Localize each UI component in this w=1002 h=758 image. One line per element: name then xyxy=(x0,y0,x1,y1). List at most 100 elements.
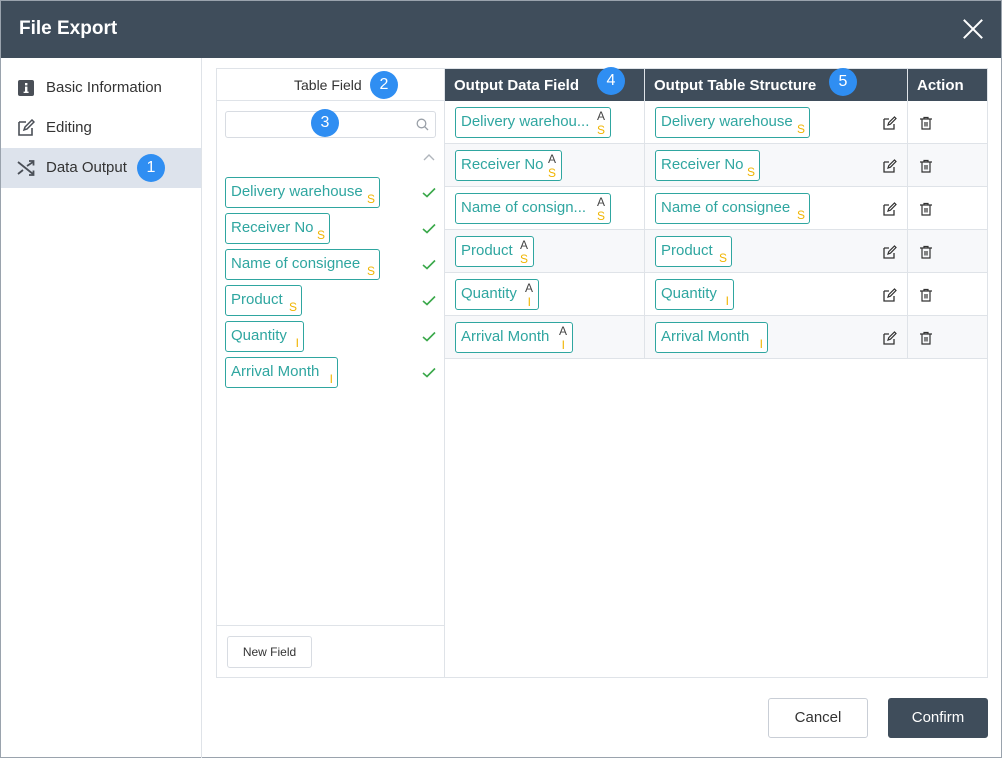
table-field-tag[interactable]: Receiver No S xyxy=(225,213,330,244)
check-icon xyxy=(422,223,436,234)
search-icon xyxy=(416,118,429,131)
table-field-footer: New Field xyxy=(217,625,444,677)
aggregate-badge: A xyxy=(596,109,605,123)
output-table-header: Output Data Field 4 Output Table Structu… xyxy=(445,67,987,101)
field-type-badge: S xyxy=(316,228,325,242)
output-data-field-tag[interactable]: Name of consign... A S xyxy=(455,193,611,224)
edit-icon[interactable] xyxy=(883,245,897,259)
field-type-badge: S xyxy=(746,165,755,179)
field-type-badge: I xyxy=(759,337,763,351)
table-field-tag[interactable]: Quantity I xyxy=(225,321,304,352)
field-type-badge: S xyxy=(718,251,727,265)
trash-icon[interactable] xyxy=(919,202,933,216)
output-structure-tag[interactable]: Quantity I xyxy=(655,279,734,310)
field-label: Name of consign... xyxy=(461,199,587,216)
field-label: Arrival Month xyxy=(461,328,550,345)
edit-icon[interactable] xyxy=(883,331,897,345)
field-type-badge: I xyxy=(329,372,333,386)
new-field-button[interactable]: New Field xyxy=(227,636,312,668)
sidebar-item-editing[interactable]: Editing xyxy=(1,108,201,148)
table-row: Product A S Product S xyxy=(445,230,987,273)
field-label: Delivery warehouse xyxy=(231,183,363,200)
check-icon xyxy=(422,187,436,198)
output-data-field-tag[interactable]: Quantity A I xyxy=(455,279,539,310)
step-badge: 5 xyxy=(829,68,857,96)
edit-icon[interactable] xyxy=(883,202,897,216)
output-data-field-tag[interactable]: Receiver No A S xyxy=(455,150,562,181)
table-field-tag[interactable]: Arrival Month I xyxy=(225,357,338,388)
output-data-field-tag[interactable]: Arrival Month A I xyxy=(455,322,573,353)
field-label: Receiver No xyxy=(461,156,544,173)
sidebar-item-label: Basic Information xyxy=(46,79,162,96)
close-icon[interactable] xyxy=(961,17,985,41)
edit-icon xyxy=(18,119,35,136)
chevron-up-icon[interactable] xyxy=(422,152,436,162)
table-field-header: Table Field 2 xyxy=(217,69,444,101)
trash-icon[interactable] xyxy=(919,245,933,259)
field-type-badge: S xyxy=(366,192,375,206)
field-type-badge: S xyxy=(596,209,605,223)
output-structure-tag[interactable]: Name of consignee S xyxy=(655,193,810,224)
aggregate-badge: A xyxy=(547,152,556,166)
edit-icon[interactable] xyxy=(883,116,897,130)
output-structure-tag[interactable]: Receiver No S xyxy=(655,150,760,181)
column-divider xyxy=(907,69,908,359)
output-data-field-tag[interactable]: Product A S xyxy=(455,236,534,267)
output-structure-tag[interactable]: Delivery warehouse S xyxy=(655,107,810,138)
mapping-panel: Table Field 2 3 Delivery warehouse S Re xyxy=(216,67,988,678)
field-label: Product xyxy=(461,242,513,259)
column-header-output-table-structure: Output Table Structure xyxy=(654,77,817,94)
trash-icon[interactable] xyxy=(919,331,933,345)
sidebar-item-label: Data Output xyxy=(46,159,127,176)
table-field-tag[interactable]: Product S xyxy=(225,285,302,316)
sidebar-item-basic-information[interactable]: Basic Information xyxy=(1,68,201,108)
check-icon xyxy=(422,331,436,342)
check-icon xyxy=(422,295,436,306)
sidebar: Basic Information Editing Data Output 1 xyxy=(1,58,202,758)
field-label: Arrival Month xyxy=(661,328,750,345)
edit-icon[interactable] xyxy=(883,288,897,302)
table-field-tag[interactable]: Delivery warehouse S xyxy=(225,177,380,208)
field-label: Receiver No xyxy=(231,219,314,236)
field-label: Name of consignee xyxy=(661,199,791,216)
check-icon xyxy=(422,259,436,270)
aggregate-badge: A xyxy=(524,281,533,295)
field-label: Arrival Month xyxy=(231,363,320,380)
output-mapping-table: Output Data Field 4 Output Table Structu… xyxy=(445,67,987,677)
field-label: Quantity xyxy=(231,327,287,344)
column-divider xyxy=(644,69,645,359)
table-row: Name of consign... A S Name of consignee… xyxy=(445,187,987,230)
output-structure-tag[interactable]: Arrival Month I xyxy=(655,322,768,353)
field-type-badge: I xyxy=(561,338,565,352)
field-label: Quantity xyxy=(461,285,517,302)
dialog-titlebar: File Export xyxy=(1,1,1001,58)
field-type-badge: S xyxy=(288,300,297,314)
aggregate-badge: A xyxy=(596,195,605,209)
column-header-output-data-field: Output Data Field xyxy=(454,77,579,94)
aggregate-badge: A xyxy=(519,238,528,252)
column-header-action: Action xyxy=(917,77,964,94)
confirm-button[interactable]: Confirm xyxy=(888,698,988,738)
step-badge: 4 xyxy=(597,67,625,95)
cancel-button[interactable]: Cancel xyxy=(768,698,868,738)
edit-icon[interactable] xyxy=(883,159,897,173)
table-field-tag[interactable]: Name of consignee S xyxy=(225,249,380,280)
shuffle-icon xyxy=(17,160,35,176)
field-type-badge: S xyxy=(366,264,375,278)
table-row: Receiver No A S Receiver No S xyxy=(445,144,987,187)
field-type-badge: I xyxy=(295,336,299,350)
output-data-field-tag[interactable]: Delivery warehou... A S xyxy=(455,107,611,138)
output-structure-tag[interactable]: Product S xyxy=(655,236,732,267)
step-badge: 3 xyxy=(311,109,339,137)
field-type-badge: S xyxy=(547,166,556,180)
field-type-badge: I xyxy=(725,294,729,308)
trash-icon[interactable] xyxy=(919,159,933,173)
field-label: Receiver No xyxy=(661,156,744,173)
sidebar-item-data-output[interactable]: Data Output 1 xyxy=(1,148,201,188)
field-label: Name of consignee xyxy=(231,255,361,272)
table-row: Arrival Month A I Arrival Month I xyxy=(445,316,987,359)
trash-icon[interactable] xyxy=(919,288,933,302)
field-label: Quantity xyxy=(661,285,717,302)
trash-icon[interactable] xyxy=(919,116,933,130)
